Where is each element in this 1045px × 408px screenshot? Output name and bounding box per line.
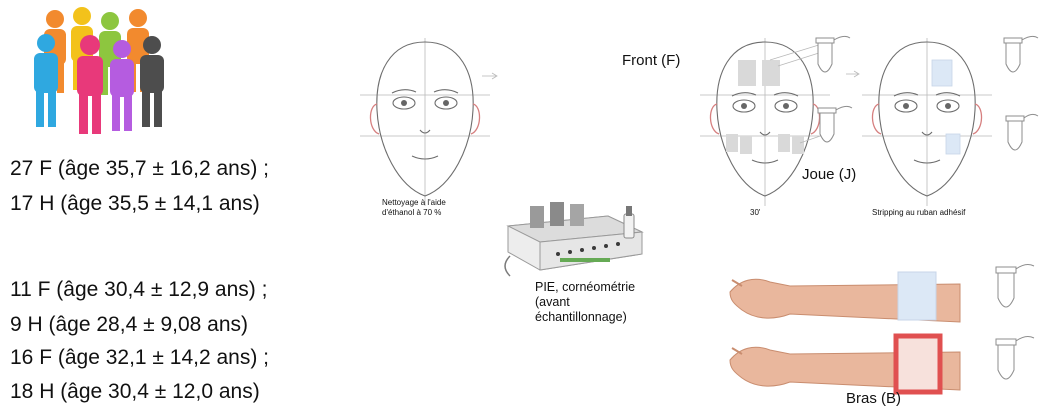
arm-tape-patch [898, 272, 936, 320]
angle-label: 30' [750, 208, 760, 218]
corneometer-device-icon [500, 196, 660, 278]
sample-tube-icon [1006, 112, 1042, 162]
cohort-1-men: 17 H (âge 35,5 ± 14,1 ans) [10, 192, 260, 216]
site-label-front: Front (F) [622, 52, 680, 69]
people-group-icon [30, 5, 170, 145]
cheek-tape [946, 134, 960, 154]
arm-with-tape-illustration [730, 262, 960, 332]
cleaning-label-line1: Nettoyage à l'aide [382, 198, 446, 208]
face-stripping-illustration [862, 38, 1012, 208]
cohort-2-women: 11 F (âge 30,4 ± 12,9 ans) ; [10, 278, 267, 302]
device-label-line3: échantillonnage) [535, 310, 627, 325]
arm-sampling-area [896, 336, 940, 392]
sample-tube-icon [1004, 34, 1044, 84]
cleaning-label-line2: d'éthanol à 70 % [382, 208, 441, 218]
cohort-3-men: 18 H (âge 30,4 ± 12,0 ans) [10, 380, 260, 404]
cohort-1-women: 27 F (âge 35,7 ± 16,2 ans) ; [10, 157, 269, 181]
forehead-patch-right [762, 60, 780, 86]
forehead-tape [932, 60, 952, 86]
cheek-patch-right-1 [778, 134, 790, 152]
forehead-patch-left [738, 60, 756, 86]
cheek-patch-right-2 [792, 136, 804, 154]
sample-tube-icon [996, 334, 1040, 390]
cheek-patch-left-2 [740, 136, 752, 154]
cohort-3-women: 16 F (âge 32,1 ± 14,2 ans) ; [10, 346, 269, 370]
device-label-line2: (avant [535, 295, 570, 310]
cohort-2-men: 9 H (âge 28,4 ± 9,08 ans) [10, 313, 248, 337]
sample-tube-icon [818, 104, 858, 154]
device-label-line1: PIE, cornéométrie [535, 280, 635, 295]
face-cleaning-illustration [360, 38, 520, 208]
site-label-bras: Bras (B) [846, 390, 901, 407]
sample-tube-icon [996, 262, 1040, 318]
cheek-patch-left-1 [726, 134, 738, 152]
sample-tube-icon [816, 34, 856, 84]
site-label-joue: Joue (J) [802, 166, 856, 183]
arm-with-outline-illustration [730, 330, 960, 400]
stripping-label: Stripping au ruban adhésif [872, 208, 965, 218]
